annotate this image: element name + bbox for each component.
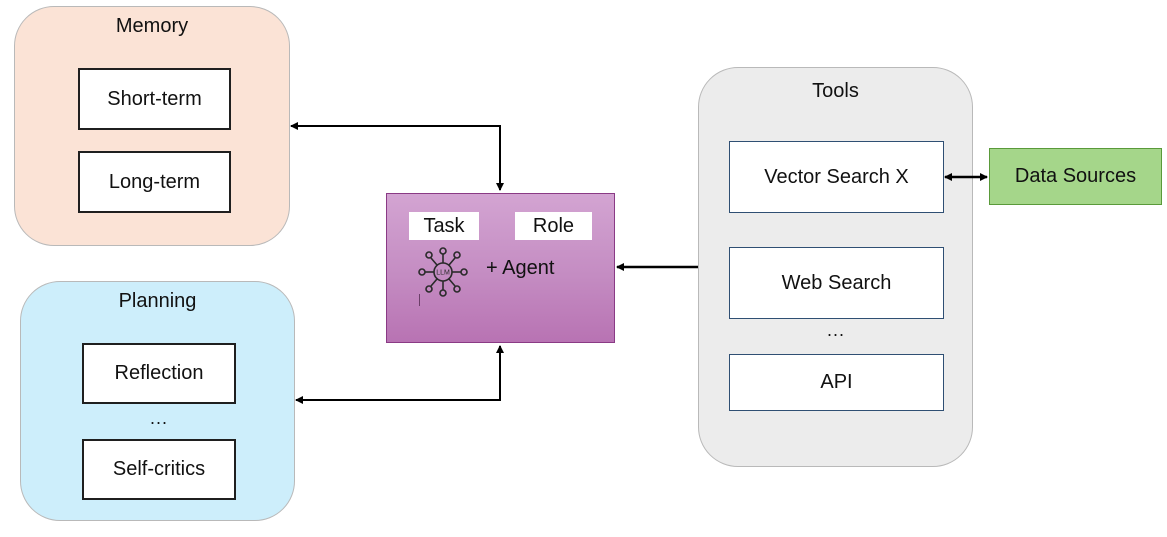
planning-group: Planning Reflection ... Self-critics xyxy=(20,281,295,521)
tools-title: Tools xyxy=(812,80,859,102)
reflection-box: Reflection xyxy=(82,343,236,404)
vector-search-box: Vector Search X xyxy=(729,141,944,213)
task-chip: Task xyxy=(409,212,479,240)
planning-agent-connector xyxy=(295,345,504,404)
planning-title: Planning xyxy=(118,290,197,312)
memory-title: Memory xyxy=(115,15,189,37)
llm-icon-label: LLM xyxy=(436,270,450,277)
web-search-box: Web Search xyxy=(729,247,944,319)
api-box: API xyxy=(729,354,944,411)
tools-group: Tools Vector Search X Web Search ... API xyxy=(698,67,973,467)
role-chip: Role xyxy=(515,212,592,240)
data-sources-box: Data Sources xyxy=(989,148,1162,205)
short-term-box: Short-term xyxy=(78,68,231,130)
agent-label: + Agent xyxy=(486,257,555,279)
text-cursor-mark xyxy=(419,294,420,306)
planning-ellipsis: ... xyxy=(149,408,168,428)
long-term-box: Long-term xyxy=(78,151,231,213)
memory-group: Memory Short-term Long-term xyxy=(14,6,290,246)
tools-ellipsis: ... xyxy=(826,320,845,340)
agent-box: Task Role LLM + Agent xyxy=(386,193,615,343)
self-critics-box: Self-critics xyxy=(82,439,236,500)
memory-agent-connector xyxy=(290,122,504,191)
llm-network-icon: LLM xyxy=(418,247,468,297)
